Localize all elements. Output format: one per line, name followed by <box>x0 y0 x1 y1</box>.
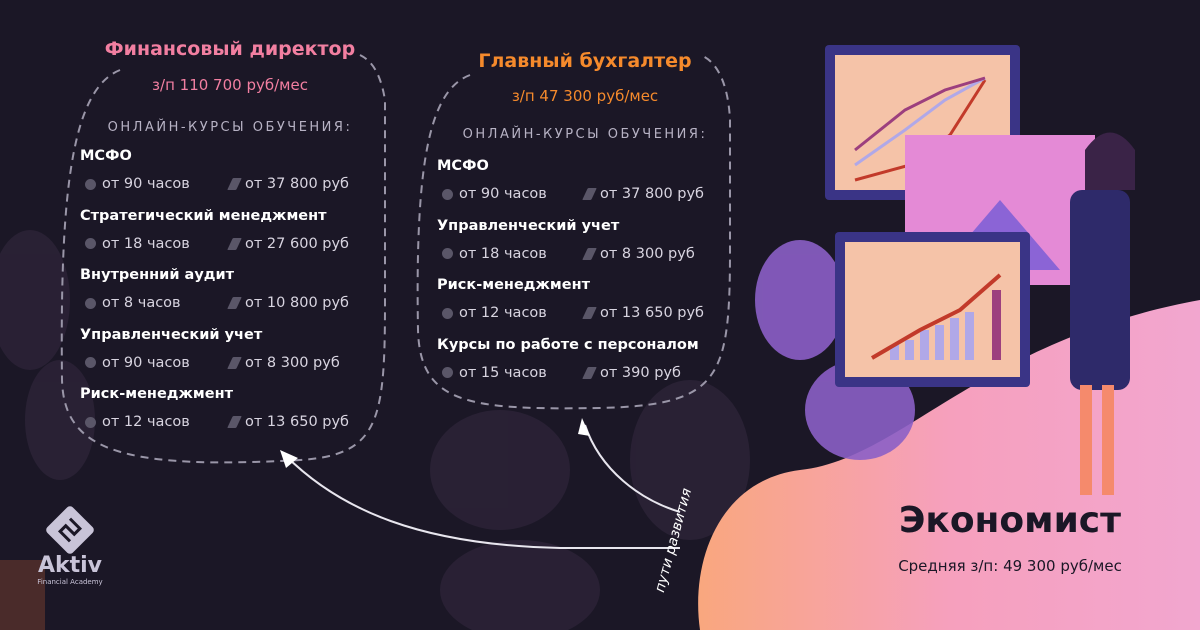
hours-text: от 18 часов <box>459 245 547 262</box>
logo-mark <box>46 506 94 554</box>
clock-icon <box>85 297 96 309</box>
clock-icon <box>85 357 96 368</box>
course-hours: от 90 часов <box>85 176 190 192</box>
course-name: Курсы по работе с персоналом <box>437 336 699 353</box>
credit-card-icon <box>227 356 242 369</box>
course-name: Стратегический менеджмент <box>80 207 327 224</box>
clock-icon <box>85 416 96 428</box>
course-name: МСФО <box>437 158 489 174</box>
price-text: от 10 800 руб <box>245 295 349 311</box>
hours-text: от 90 часов <box>102 176 190 192</box>
arrow-to-left <box>284 454 680 549</box>
course-price: от 13 650 руб <box>582 305 704 321</box>
course-price: от 390 руб <box>582 364 681 381</box>
price-text: от 37 800 руб <box>600 186 704 202</box>
middle-courses-header: ОНЛАЙН-КУРСЫ ОБУЧЕНИЯ: <box>462 127 708 142</box>
clock-icon <box>442 188 453 200</box>
middle-role-salary: з/п 47 300 руб/мес <box>511 87 659 105</box>
price-text: от 13 650 руб <box>600 305 704 321</box>
course-price: от 27 600 руб <box>227 235 349 252</box>
clock-icon <box>442 248 453 259</box>
credit-card-icon <box>582 188 597 200</box>
course-hours: от 90 часов <box>85 355 190 371</box>
clock-icon <box>85 238 96 249</box>
clock-icon <box>442 367 453 378</box>
course-price: от 8 300 руб <box>227 354 340 371</box>
current-role-salary: Средняя з/п: 49 300 руб/мес <box>898 557 1122 575</box>
left-role-salary: з/п 110 700 руб/мес <box>152 76 308 94</box>
logo-subtitle: Financial Academy <box>37 578 103 586</box>
course-hours: от 12 часов <box>442 305 547 321</box>
logo-name: Aktiv <box>37 553 103 578</box>
course-name: МСФО <box>80 148 132 164</box>
price-text: от 13 650 руб <box>245 414 349 430</box>
credit-card-icon <box>582 247 597 260</box>
hours-text: от 8 часов <box>102 295 181 311</box>
course-hours: от 15 часов <box>442 365 547 381</box>
course-price: от 37 800 руб <box>227 176 349 192</box>
hours-text: от 12 часов <box>102 414 190 430</box>
course-hours: от 18 часов <box>85 236 190 252</box>
price-text: от 27 600 руб <box>245 235 349 252</box>
course-name: Управленческий учет <box>437 217 620 234</box>
course-name: Риск-менеджмент <box>80 386 234 402</box>
course-hours: от 12 часов <box>85 414 190 430</box>
hours-text: от 18 часов <box>102 235 190 252</box>
credit-card-icon <box>227 237 242 250</box>
credit-card-icon <box>582 307 597 319</box>
middle-role-title: Главный бухгалтер <box>478 50 692 72</box>
price-text: от 390 руб <box>600 364 681 381</box>
course-price: от 8 300 руб <box>582 245 695 262</box>
credit-card-icon <box>227 178 242 190</box>
hours-text: от 90 часов <box>459 186 547 202</box>
credit-card-icon <box>582 366 597 379</box>
course-price: от 13 650 руб <box>227 414 349 430</box>
price-text: от 37 800 руб <box>245 176 349 192</box>
credit-card-icon <box>227 297 242 309</box>
course-hours: от 90 часов <box>442 186 547 202</box>
course-price: от 37 800 руб <box>582 186 704 202</box>
hours-text: от 12 часов <box>459 305 547 321</box>
hours-text: от 15 часов <box>459 364 547 381</box>
price-text: от 8 300 руб <box>245 354 340 371</box>
clock-icon <box>442 307 453 319</box>
course-price: от 10 800 руб <box>227 295 349 311</box>
course-hours: от 8 часов <box>85 295 181 311</box>
course-hours: от 18 часов <box>442 246 547 262</box>
clock-icon <box>85 178 96 190</box>
price-text: от 8 300 руб <box>600 245 695 262</box>
course-name: Управленческий учет <box>80 326 263 343</box>
left-courses-header: ОНЛАЙН-КУРСЫ ОБУЧЕНИЯ: <box>107 120 353 135</box>
hours-text: от 90 часов <box>102 354 190 371</box>
course-name: Риск-менеджмент <box>437 277 591 293</box>
arrow-to-middle <box>584 424 681 513</box>
credit-card-icon <box>227 416 242 428</box>
current-role-title: Экономист <box>898 500 1122 541</box>
left-role-title: Финансовый директор <box>104 38 356 60</box>
course-name: Внутренний аудит <box>80 267 235 283</box>
